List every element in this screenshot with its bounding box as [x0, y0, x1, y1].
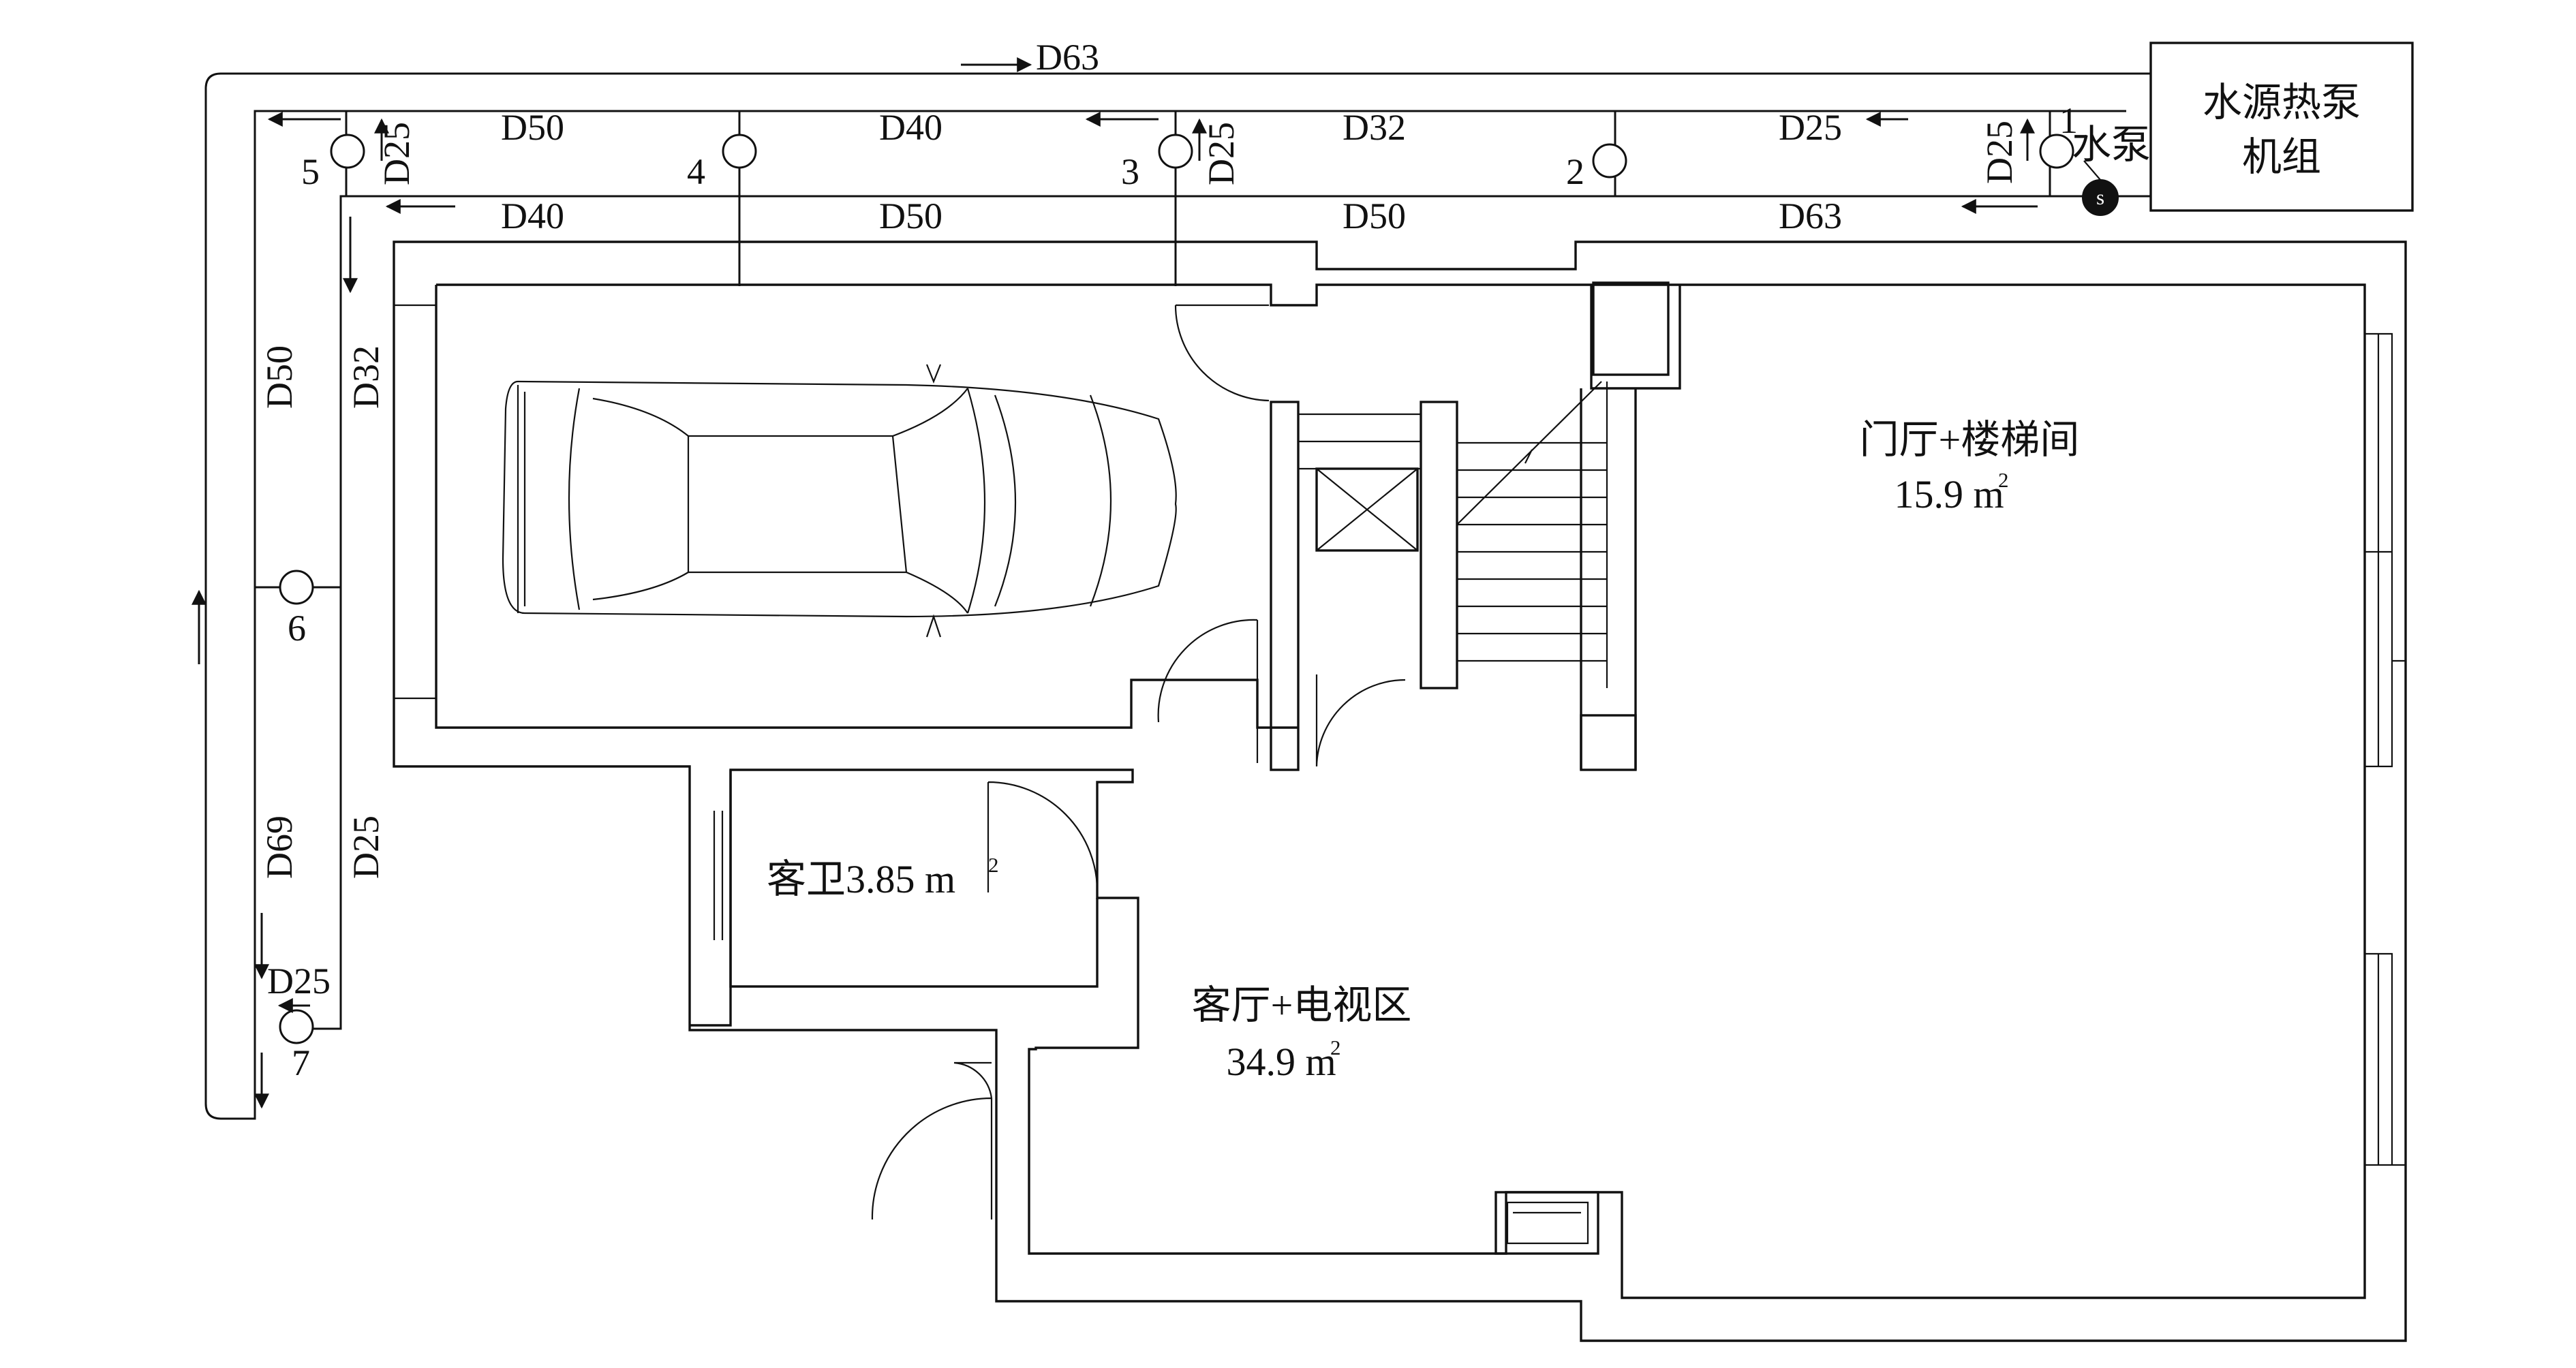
pipe-label-riser: D25 [1979, 121, 2020, 184]
pipe-label-left-outer: D50 [259, 345, 300, 409]
inner-wall [436, 283, 2366, 1299]
stair-post [1592, 281, 1670, 376]
valve-2 [1592, 143, 1627, 178]
pipe-label-left-outer: D69 [259, 815, 300, 879]
room-name: 客卫3.85 m [767, 857, 955, 901]
outer-wall [393, 240, 2407, 1342]
valve-1 [2039, 134, 2074, 169]
car-icon [502, 364, 1177, 638]
bath-wall [729, 770, 1099, 988]
stair-wall [1580, 388, 1637, 770]
pipe-labels: D63 D50 D40 D32 D25 D40 D50 D50 D63 D25 … [259, 37, 2020, 1001]
area-superscript: 2 [1998, 468, 2009, 492]
room-area: 34.9 m [1226, 1040, 1336, 1084]
door-swing [1315, 674, 1406, 767]
room-name: 客厅+电视区 [1192, 983, 1412, 1027]
water-pump: s 水泵 [2072, 123, 2151, 216]
pipe-label-supply: D50 [501, 107, 564, 148]
valve-4 [722, 134, 757, 169]
heat-pump-label: 机组 [2242, 135, 2321, 179]
valve-6 [279, 570, 314, 605]
area-superscript: 2 [988, 853, 999, 877]
garage-side [394, 304, 436, 700]
room-name: 门厅+楼梯间 [1860, 418, 2080, 462]
return-pipe [286, 195, 2151, 1030]
pipe-label-return: D50 [879, 196, 942, 236]
area-superscript: 2 [1330, 1036, 1341, 1059]
supply-pipe [254, 110, 2126, 1022]
stair-end [1580, 714, 1637, 771]
node-number: 4 [687, 151, 705, 192]
door-swing [1157, 619, 1259, 763]
tv-niche-inner [1506, 1201, 1589, 1245]
room-area: 15.9 m [1894, 472, 2004, 516]
pipe-label-left-inner: D25 [346, 815, 386, 879]
building-walls [393, 240, 2407, 1342]
piping-network [191, 57, 2151, 1120]
doors [871, 304, 1406, 1220]
node-number: 7 [292, 1042, 310, 1083]
pipe-label-return: D50 [1343, 196, 1406, 236]
pipe-label-supply: D25 [1779, 107, 1842, 148]
node-number: 6 [288, 608, 306, 649]
door-swing [871, 1097, 993, 1220]
pipe-label-branch: D25 [267, 961, 331, 1001]
node-number: 5 [301, 151, 320, 192]
heat-pump-label: 水源热泵 [2203, 80, 2361, 125]
valve-5 [330, 134, 365, 169]
pipe-label-return: D63 [1779, 196, 1842, 236]
pipe-label-supply: D40 [879, 107, 942, 148]
door-swing [987, 781, 1099, 893]
pipe-label-riser: D25 [376, 122, 417, 185]
pipe-label-riser: D25 [1201, 122, 1242, 185]
node-number: 3 [1121, 151, 1139, 192]
bath-window [713, 811, 724, 940]
node-number: 1 [2059, 100, 2078, 141]
heat-pump-unit: 水源热泵 机组 [2149, 42, 2414, 212]
valve-7 [279, 1009, 314, 1044]
pipe-label-return: D40 [501, 196, 564, 236]
outer-main-pipe [204, 72, 2151, 1120]
elevator-x [1316, 468, 1418, 551]
door-swing [953, 1061, 993, 1099]
stair-rail [1456, 381, 1608, 688]
pipe-label-left-inner: D32 [346, 345, 386, 409]
node-numbers: 1 2 3 4 5 6 7 [288, 100, 2078, 1083]
garage-wall [435, 285, 1298, 729]
valve-3 [1158, 134, 1193, 169]
stair-column [1420, 401, 1458, 689]
room-labels: 门厅+楼梯间 15.9 m 2 客卫3.85 m 2 客厅+电视区 34.9 m… [767, 418, 2079, 1084]
pump-mark: s [2096, 185, 2104, 209]
door-swing [1174, 304, 1270, 402]
pipe-label-supply: D32 [1343, 107, 1406, 148]
node-number: 2 [1566, 151, 1584, 192]
pipe-label-top-main: D63 [1036, 37, 1099, 78]
pump-label: 水泵 [2072, 123, 2151, 167]
stair-treads [1298, 413, 1607, 662]
tv-niche [1494, 1191, 1599, 1255]
east-window [2365, 332, 2406, 1166]
stair-column [1270, 401, 1300, 771]
